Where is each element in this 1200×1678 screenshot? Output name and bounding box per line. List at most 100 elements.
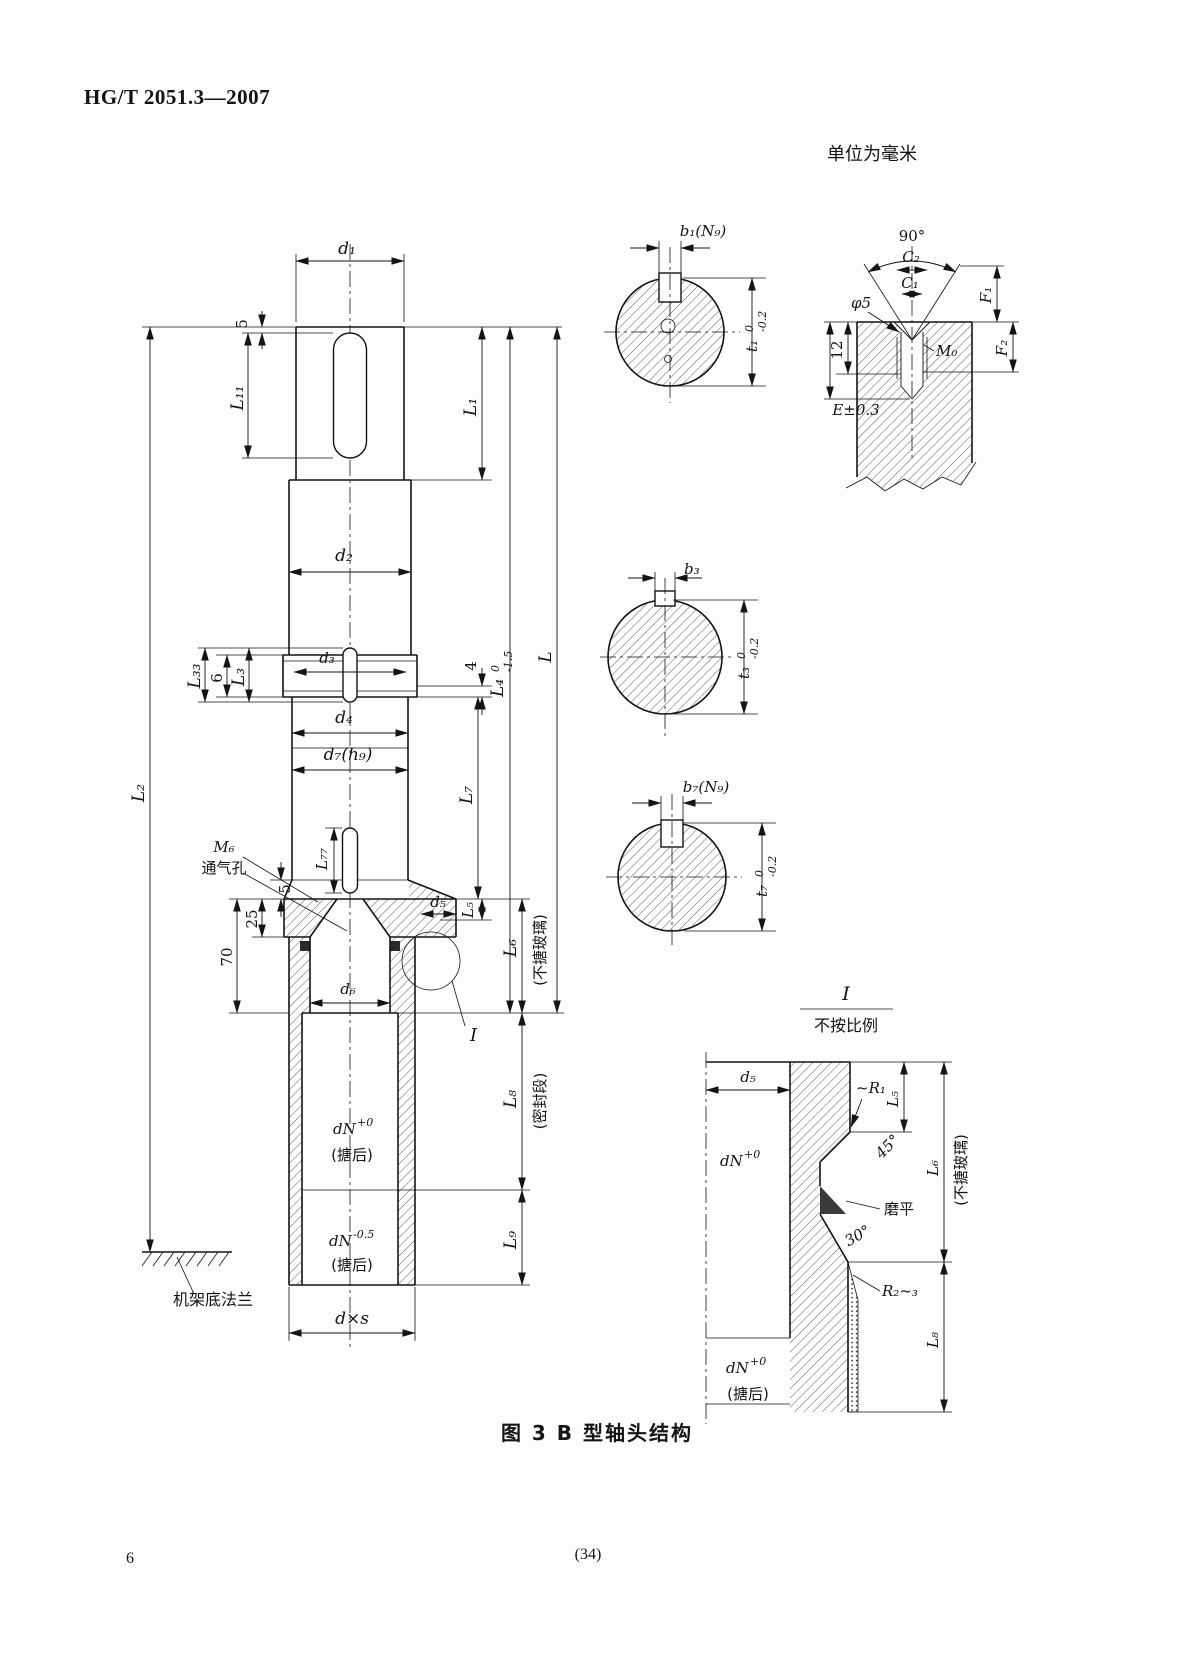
dim-L4-label: L₄ 0 -1.5 — [488, 651, 515, 698]
detail-not-enameled-note: (不搪玻璃) — [952, 1134, 970, 1206]
detail-i-dims — [705, 1061, 948, 1413]
seal-ring-left — [300, 941, 310, 951]
dim-t3-sup: 0 — [735, 652, 748, 659]
dim-L7-label: L₇ — [457, 786, 477, 805]
after-enamel-note-2: (搪后) — [331, 1256, 373, 1274]
dim-t1-label: t₁ 0 -0.2 — [743, 311, 769, 352]
dim-b7-label: b₇(N₉) — [683, 778, 730, 796]
tube-wall-right-hatch — [390, 937, 415, 1285]
dim-d3-label: d₃ — [319, 649, 335, 667]
dim-t7-sub: -0.2 — [766, 856, 779, 877]
dim-t1-base: t₁ — [743, 340, 761, 352]
dim-d6-label: d₆ — [340, 980, 356, 998]
dim-f2-label: F₂ — [993, 340, 1011, 357]
end-detail-outline — [856, 321, 973, 477]
flange-hatch-left — [284, 899, 337, 937]
dim-L3-label: L₃ — [229, 668, 249, 687]
units-note: 单位为毫米 — [827, 144, 917, 165]
section-d1-dims — [630, 244, 756, 387]
angle-45-label: 45° — [871, 1131, 903, 1163]
tube-wall-left-hatch — [289, 937, 310, 1285]
dim-d1-label: d₁ — [338, 239, 356, 259]
main-shaft-view: d₁ 5 L₁₁ L₁ d₂ L₃₃ 6 L₃ d₃ 4 d₄ d₇(h₉) L… — [129, 239, 564, 1350]
detail-i-not-to-scale: 不按比例 — [814, 1016, 878, 1035]
leader-lines — [176, 856, 466, 1295]
dim-t7-label: t₇ 0 -0.2 — [753, 856, 779, 897]
dim-d5-label: d₅ — [430, 893, 446, 911]
dim-b1-label: b₁(N₉) — [680, 222, 727, 240]
angle-30-label: 30° — [841, 1221, 873, 1250]
detail-dim-r1-label: ~R₁ — [856, 1079, 886, 1097]
vent-hole-label: 通气孔 — [201, 859, 246, 877]
angle-90-arc — [867, 260, 957, 273]
seal-ring-right — [390, 941, 400, 951]
shaft-outline — [282, 326, 457, 1286]
shaft-end-detail: 90° C₂ C₁ φ5 12 M₀ E±0.3 F₁ F₂ — [824, 227, 1019, 492]
cross-sections: b₁(N₉) t₁ 0 -0.2 b₃ t₃ 0 -0.2 — [600, 222, 779, 947]
dim-t1-sub: -0.2 — [756, 311, 769, 332]
detail-circle-I — [401, 931, 461, 991]
lower-keyway-slot — [341, 827, 359, 894]
sheet-number: (34) — [575, 1546, 602, 1563]
dim-L8-label: L₈ — [501, 1090, 521, 1109]
dim-d4-label: d₄ — [335, 708, 353, 728]
dim-t3-base: t₃ — [735, 667, 753, 679]
detail-i-title: I — [841, 983, 850, 1005]
detail-dim-r23-label: R₂~₃ — [881, 1282, 918, 1300]
glass-lining-band — [847, 1261, 859, 1413]
dim-L4-base: L₄ — [488, 679, 508, 698]
dim-L-label: L — [536, 651, 556, 663]
dim-dxs-label: d×s — [335, 1309, 369, 1329]
dim-L77-label: L₇₇ — [313, 848, 331, 871]
dim-m0-label: M₀ — [935, 342, 957, 360]
detail-dim-d5-label: d₅ — [740, 1068, 756, 1086]
end-detail-dims — [826, 265, 1017, 400]
dim-phi5-label: φ5 — [851, 294, 871, 312]
detail-after-enamel-note: (搪后) — [727, 1385, 769, 1403]
page-number: 6 — [126, 1550, 134, 1567]
dim-L4-sub: -1.5 — [502, 651, 515, 672]
dim-b3-label: b₃ — [684, 560, 700, 578]
ground-symbol — [141, 1251, 232, 1267]
angle-90-label: 90° — [899, 227, 926, 245]
dim-t3-label: t₃ 0 -0.2 — [735, 638, 761, 679]
detail-i-wall-hatch — [790, 1062, 850, 1412]
detail-i-outline — [706, 1061, 851, 1412]
dim-t7-sup: 0 — [753, 870, 766, 877]
dim-top5-label: 5 — [233, 319, 251, 329]
dim-4-label: 4 — [462, 661, 480, 671]
figure-caption: 图 3 B 型轴头结构 — [501, 1421, 693, 1445]
seal-section-note: (密封段) — [531, 1073, 549, 1130]
after-enamel-note-1: (搪后) — [331, 1146, 373, 1164]
detail-dn2-base: dN — [726, 1359, 750, 1377]
dim-f1-label: F₁ — [977, 287, 995, 304]
dim-L4-sup: 0 — [489, 665, 502, 672]
ground-flat-label: 磨平 — [884, 1200, 914, 1218]
bore-dn-minus-sup: -0.5 — [353, 1228, 374, 1241]
dim-d7-label: d₇(h₉) — [324, 745, 373, 765]
bore-dn-plus-sup: +0 — [357, 1116, 373, 1129]
detail-dim-L8-label: L₈ — [924, 1332, 942, 1349]
dim-c1-label: C₁ — [901, 274, 919, 292]
middle-keyway-slot — [342, 647, 358, 703]
dim-c2-label: C₂ — [902, 248, 920, 266]
detail-dn-base: dN — [720, 1152, 744, 1170]
detail-dim-L5-label: L₅ — [884, 1091, 902, 1108]
dim-L1-label: L₁ — [461, 398, 481, 417]
section-d3-dims — [628, 574, 748, 715]
dim-e-label: E±0.3 — [831, 401, 879, 419]
detail-I-mark: I — [469, 1025, 478, 1046]
detail-dn-sup: +0 — [744, 1148, 760, 1161]
dimension-lines — [146, 257, 561, 1337]
section-d1-small-hole — [664, 355, 672, 363]
dim-L5-label: L₅ — [459, 902, 477, 919]
bore-dn-plus-base: dN — [333, 1120, 357, 1138]
vent-thread-label: M₆ — [212, 838, 234, 856]
detail-dn2-sup: +0 — [750, 1355, 766, 1368]
bore-dn-minus-base: dN — [329, 1232, 353, 1250]
dim-25-label: 25 — [243, 909, 261, 928]
not-enameled-note: (不搪玻璃) — [531, 914, 549, 986]
detail-dim-L6-label: L₆ — [924, 1160, 942, 1177]
